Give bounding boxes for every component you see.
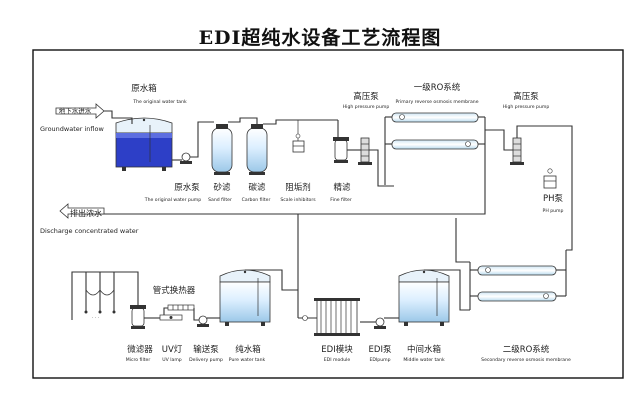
middle-label-en: Middle water tank bbox=[403, 357, 445, 363]
ro1-label-cn: 一级RO系统 bbox=[414, 82, 461, 93]
sand-label-cn: 砂滤 bbox=[213, 182, 231, 193]
pure-water-tank bbox=[219, 269, 271, 326]
delivery-label-cn: 输送泵 bbox=[193, 344, 219, 355]
hp-pump2-label-en: High pressure pump bbox=[503, 104, 550, 110]
raw-tank-label-en: The original water tank bbox=[132, 99, 187, 105]
secondary-ro-membranes bbox=[469, 250, 567, 310]
edi-label-cn: EDI模块 bbox=[321, 344, 353, 355]
scale-label-en: Scale inhibitors bbox=[280, 197, 316, 203]
sand-label-en: Sand filter bbox=[208, 197, 232, 203]
uv-label-cn: UV灯 bbox=[162, 344, 183, 355]
ground-inflow-label-cn: 地下水进水 bbox=[59, 106, 92, 115]
middle-label-cn: 中间水箱 bbox=[407, 344, 442, 355]
fine-label-cn: 精滤 bbox=[333, 182, 351, 193]
micro-label-cn: 微滤器 bbox=[127, 344, 153, 355]
fine-label-en: Fine filter bbox=[330, 197, 352, 203]
uv-lamp bbox=[159, 314, 183, 321]
high-pressure-pump-2 bbox=[510, 137, 524, 165]
raw-tank-label-cn: 原水箱 bbox=[131, 83, 157, 94]
primary-ro-membranes bbox=[384, 112, 486, 185]
ph-label-cn: PH泵 bbox=[543, 194, 564, 204]
scale-inhibitor-dosing bbox=[292, 120, 305, 153]
ph-label-en: PH pump bbox=[543, 208, 564, 214]
page-title: EDI超纯水设备工艺流程图 bbox=[198, 27, 442, 49]
ground-inflow-label-en: Groundwater inflow bbox=[40, 125, 104, 133]
svg-text:. . .: . . . bbox=[92, 315, 99, 320]
sand-filter bbox=[211, 124, 233, 175]
point-of-use-outlets: . . . bbox=[71, 271, 139, 320]
raw-water-pump bbox=[180, 152, 192, 164]
hp-pump1-label-en: High pressure pump bbox=[343, 104, 390, 110]
discharge-label-cn: 排出浓水 bbox=[70, 208, 102, 218]
raw-pump-label-cn: 原水泵 bbox=[174, 182, 200, 193]
edi-label-en: EDI module bbox=[324, 357, 351, 363]
edi-pump-label-cn: EDI泵 bbox=[369, 345, 392, 355]
delivery-pump bbox=[197, 315, 209, 327]
groundwater-inflow-arrow bbox=[55, 103, 105, 119]
edi-pump bbox=[374, 317, 386, 329]
edi-pump-label-en: EDIpump bbox=[369, 357, 390, 363]
discharge-label-en: Discharge concentrated water bbox=[40, 227, 139, 235]
micro-label-en: Micro filter bbox=[126, 357, 151, 363]
hp-pump1-label-cn: 高压泵 bbox=[353, 91, 379, 102]
delivery-label-en: Delivery pump bbox=[189, 357, 223, 363]
tube-hx-label-cn-1: 管式换热器 bbox=[153, 285, 196, 296]
hp-pump2-label-cn: 高压泵 bbox=[513, 91, 539, 102]
high-pressure-pump-1 bbox=[358, 137, 372, 165]
raw-pump-label-en: The original water pump bbox=[144, 197, 201, 203]
middle-water-tank bbox=[398, 269, 450, 326]
discharge-pipe bbox=[82, 160, 486, 215]
fine-filter bbox=[333, 137, 349, 163]
discharge-arrow bbox=[59, 203, 105, 219]
inflow-pipe bbox=[104, 110, 133, 124]
uv-label-en: UV lamp bbox=[162, 357, 182, 363]
raw-water-tank bbox=[115, 117, 173, 171]
tube-heat-exchanger bbox=[167, 304, 195, 311]
ro1-label-en: Primary reverse osmosis membrane bbox=[395, 99, 478, 105]
edi-module bbox=[314, 298, 360, 336]
pure-label-en: Pure water tank bbox=[229, 357, 266, 363]
carbon-label-en: Carbon filter bbox=[242, 197, 271, 203]
carbon-label-cn: 碳滤 bbox=[248, 182, 266, 193]
scale-label-cn: 阻垢剂 bbox=[285, 182, 311, 193]
pure-label-cn: 纯水箱 bbox=[235, 344, 261, 355]
pipe-to-sand bbox=[190, 121, 214, 158]
ro2-label-cn: 二级RO系统 bbox=[503, 344, 550, 355]
ph-pump bbox=[543, 168, 557, 189]
carbon-filter bbox=[246, 124, 268, 175]
micro-filter bbox=[130, 305, 146, 329]
ro2-label-en: Secondary reverse osmosis membrane bbox=[481, 357, 571, 363]
diagram-frame bbox=[32, 49, 624, 379]
